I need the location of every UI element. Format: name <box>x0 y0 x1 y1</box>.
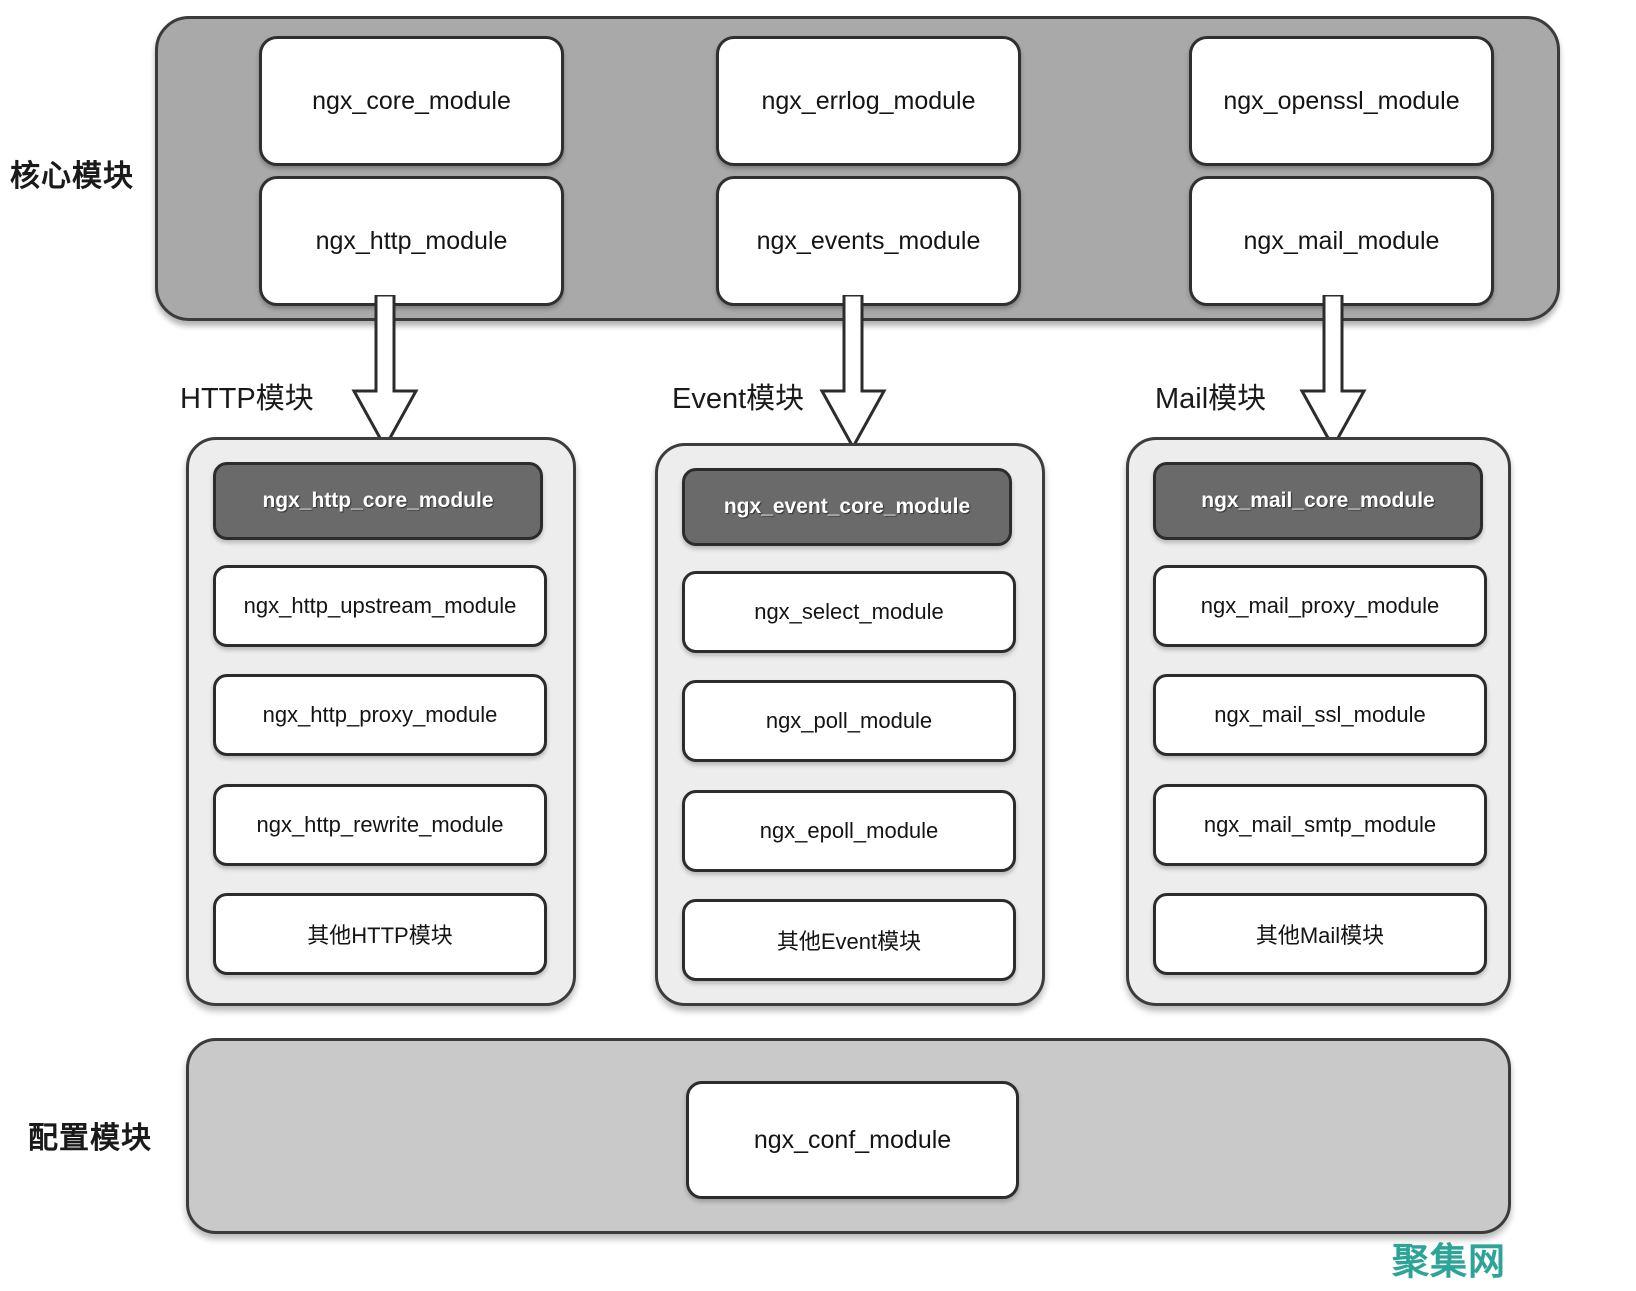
module-other-event-modules[interactable]: 其他Event模块 <box>682 899 1016 981</box>
module-ngx-openssl-module[interactable]: ngx_openssl_module <box>1189 36 1494 166</box>
module-ngx-http-module[interactable]: ngx_http_module <box>259 176 564 306</box>
module-ngx-http-upstream-module[interactable]: ngx_http_upstream_module <box>213 565 547 647</box>
event-group-label: Event模块 <box>672 383 805 415</box>
module-ngx-mail-ssl-module[interactable]: ngx_mail_ssl_module <box>1153 674 1487 756</box>
module-ngx-epoll-module[interactable]: ngx_epoll_module <box>682 790 1016 872</box>
mail-group-label: Mail模块 <box>1155 383 1267 415</box>
event-modules-container: ngx_event_core_module ngx_select_module … <box>655 443 1045 1006</box>
module-ngx-mail-smtp-module[interactable]: ngx_mail_smtp_module <box>1153 784 1487 866</box>
module-ngx-poll-module[interactable]: ngx_poll_module <box>682 680 1016 762</box>
config-modules-side-label: 配置模块 <box>28 1122 152 1155</box>
core-column-3: ngx_openssl_module ngx_mail_module <box>1189 36 1494 307</box>
module-other-http-modules[interactable]: 其他HTTP模块 <box>213 893 547 975</box>
core-modules-side-label: 核心模块 <box>10 160 134 193</box>
config-modules-panel: ngx_conf_module <box>186 1038 1511 1234</box>
module-ngx-conf-module[interactable]: ngx_conf_module <box>686 1081 1019 1199</box>
arrow-core-to-http <box>340 293 430 455</box>
arrow-core-to-mail <box>1288 293 1378 455</box>
core-column-1: ngx_core_module ngx_http_module <box>259 36 564 307</box>
module-other-mail-modules[interactable]: 其他Mail模块 <box>1153 893 1487 975</box>
module-ngx-mail-core-module[interactable]: ngx_mail_core_module <box>1153 462 1483 540</box>
module-ngx-core-module[interactable]: ngx_core_module <box>259 36 564 166</box>
module-ngx-http-proxy-module[interactable]: ngx_http_proxy_module <box>213 674 547 756</box>
arrow-core-to-event <box>808 293 898 455</box>
http-modules-container: ngx_http_core_module ngx_http_upstream_m… <box>186 437 576 1006</box>
watermark: 聚集网 <box>1392 1241 1506 1282</box>
module-ngx-errlog-module[interactable]: ngx_errlog_module <box>716 36 1021 166</box>
http-group-label: HTTP模块 <box>180 383 314 415</box>
module-ngx-http-rewrite-module[interactable]: ngx_http_rewrite_module <box>213 784 547 866</box>
module-ngx-http-core-module[interactable]: ngx_http_core_module <box>213 462 543 540</box>
mail-modules-container: ngx_mail_core_module ngx_mail_proxy_modu… <box>1126 437 1511 1006</box>
module-ngx-mail-module[interactable]: ngx_mail_module <box>1189 176 1494 306</box>
module-ngx-mail-proxy-module[interactable]: ngx_mail_proxy_module <box>1153 565 1487 647</box>
module-ngx-event-core-module[interactable]: ngx_event_core_module <box>682 468 1012 546</box>
module-ngx-select-module[interactable]: ngx_select_module <box>682 571 1016 653</box>
module-ngx-events-module[interactable]: ngx_events_module <box>716 176 1021 306</box>
core-modules-panel: ngx_core_module ngx_http_module ngx_errl… <box>155 16 1560 321</box>
core-column-2: ngx_errlog_module ngx_events_module <box>716 36 1021 307</box>
